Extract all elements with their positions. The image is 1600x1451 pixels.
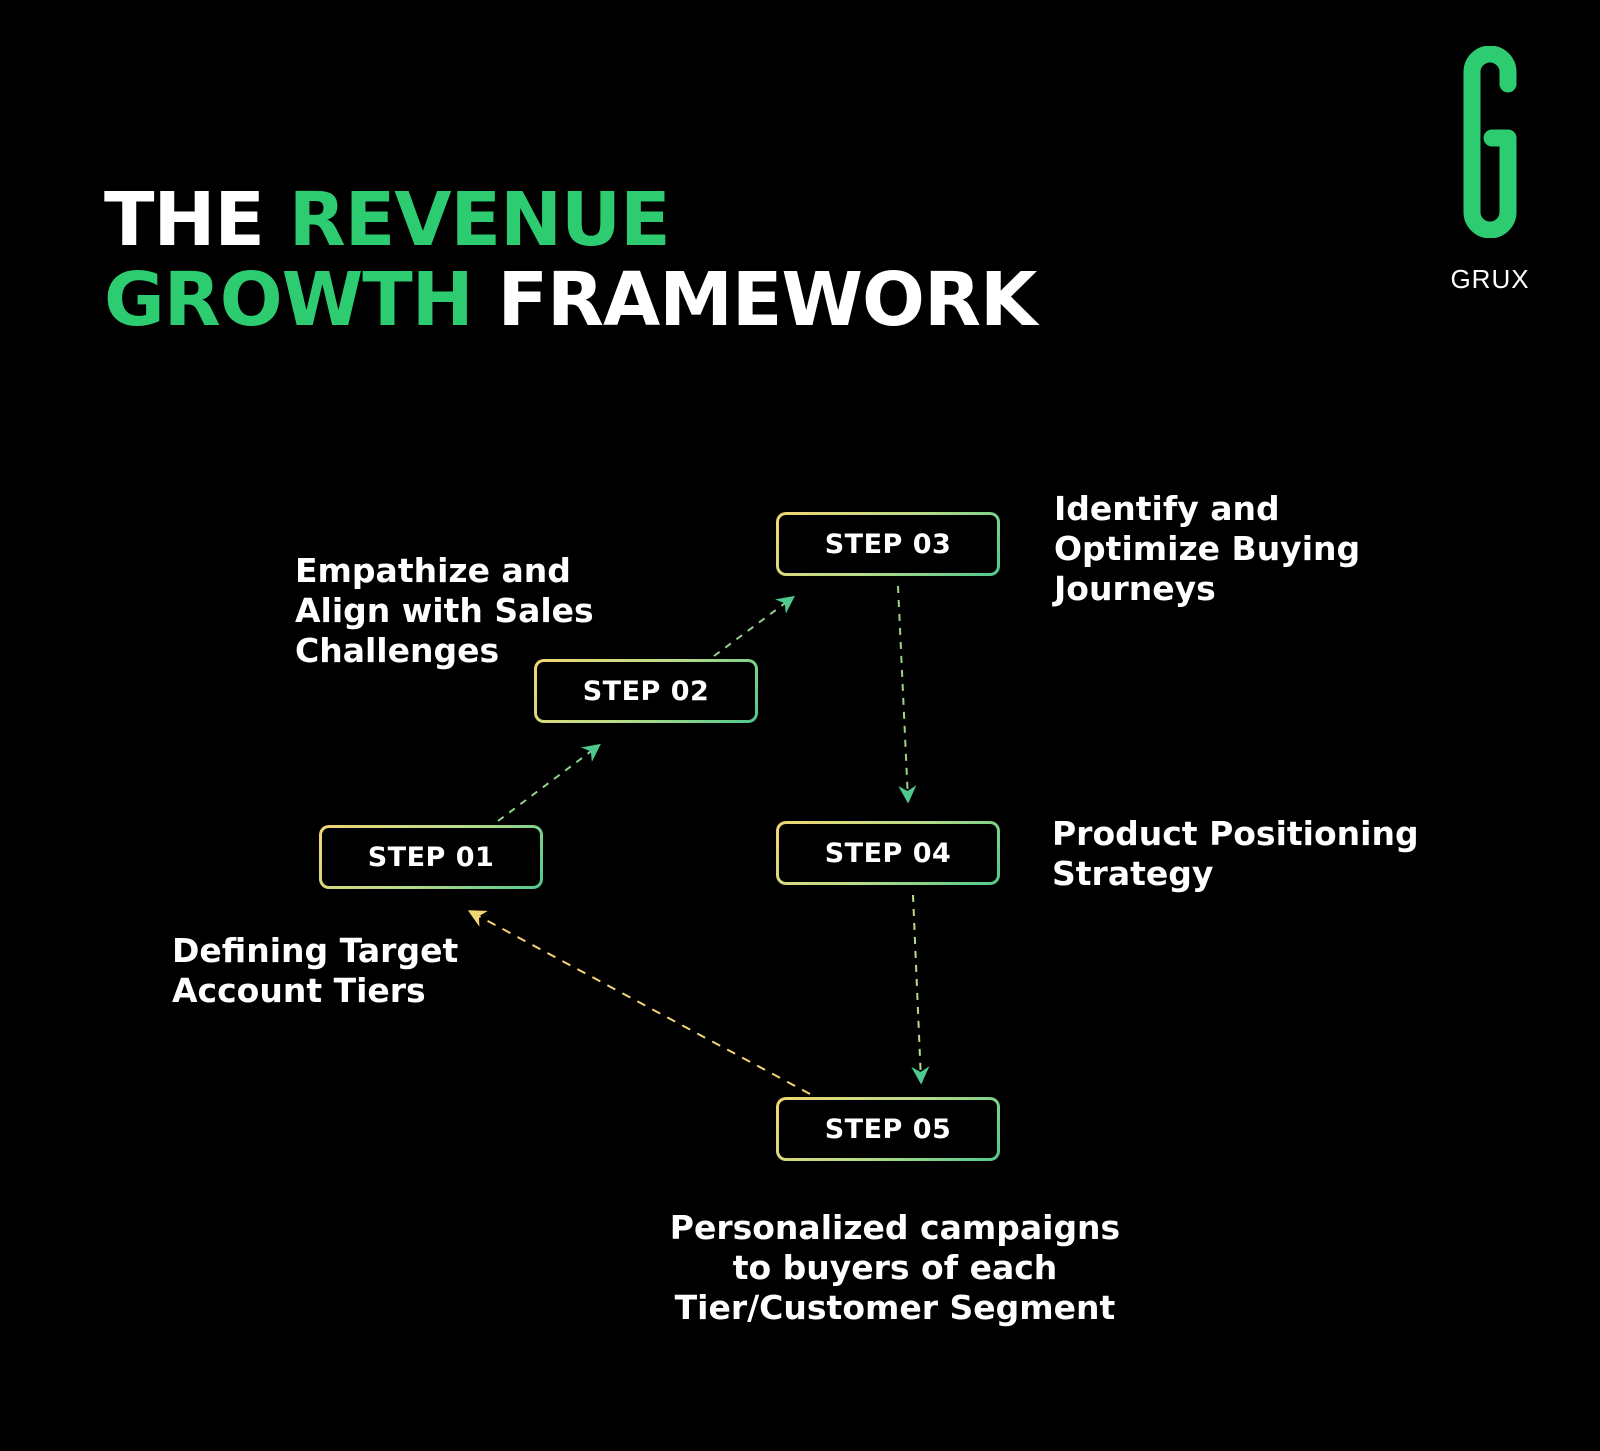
arrow-step03-to-step04 [897,585,917,804]
step-03-box: STEP 03 [776,512,1000,576]
title-word-the: THE [104,177,265,263]
arrow-step04-to-step05 [911,894,930,1085]
grux-g-logo-icon [1463,46,1517,238]
title-line-1: THE REVENUE [104,180,1036,260]
arrow-step02-to-step03 [713,595,795,657]
arrow-step05-to-step01 [467,910,811,1095]
step-03-description: Identify and Optimize Buying Journeys [1054,489,1361,608]
step-02-box: STEP 02 [534,659,758,723]
step-01-box: STEP 01 [319,825,543,889]
step-05-box: STEP 05 [776,1097,1000,1161]
page-title: THE REVENUE GROWTH FRAMEWORK [104,180,1037,343]
title-word-growth: GROWTH [104,257,474,343]
brand-logo: GRUX [1440,40,1540,300]
step-01-description: Defining Target Account Tiers [172,931,459,1010]
step-02-description: Empathize and Align with Sales Challenge… [295,551,594,670]
title-line-2: GROWTH FRAMEWORK [104,257,1037,343]
title-word-revenue: REVENUE [288,177,671,263]
step-04-box: STEP 04 [776,821,1000,885]
step-04-description: Product Positioning Strategy [1052,814,1419,893]
logo-text: GRUX [1450,264,1530,294]
step-05-description: Personalized campaigns to buyers of each… [669,1208,1121,1327]
arrow-step01-to-step02 [497,743,601,822]
title-word-framework: FRAMEWORK [497,257,1037,343]
